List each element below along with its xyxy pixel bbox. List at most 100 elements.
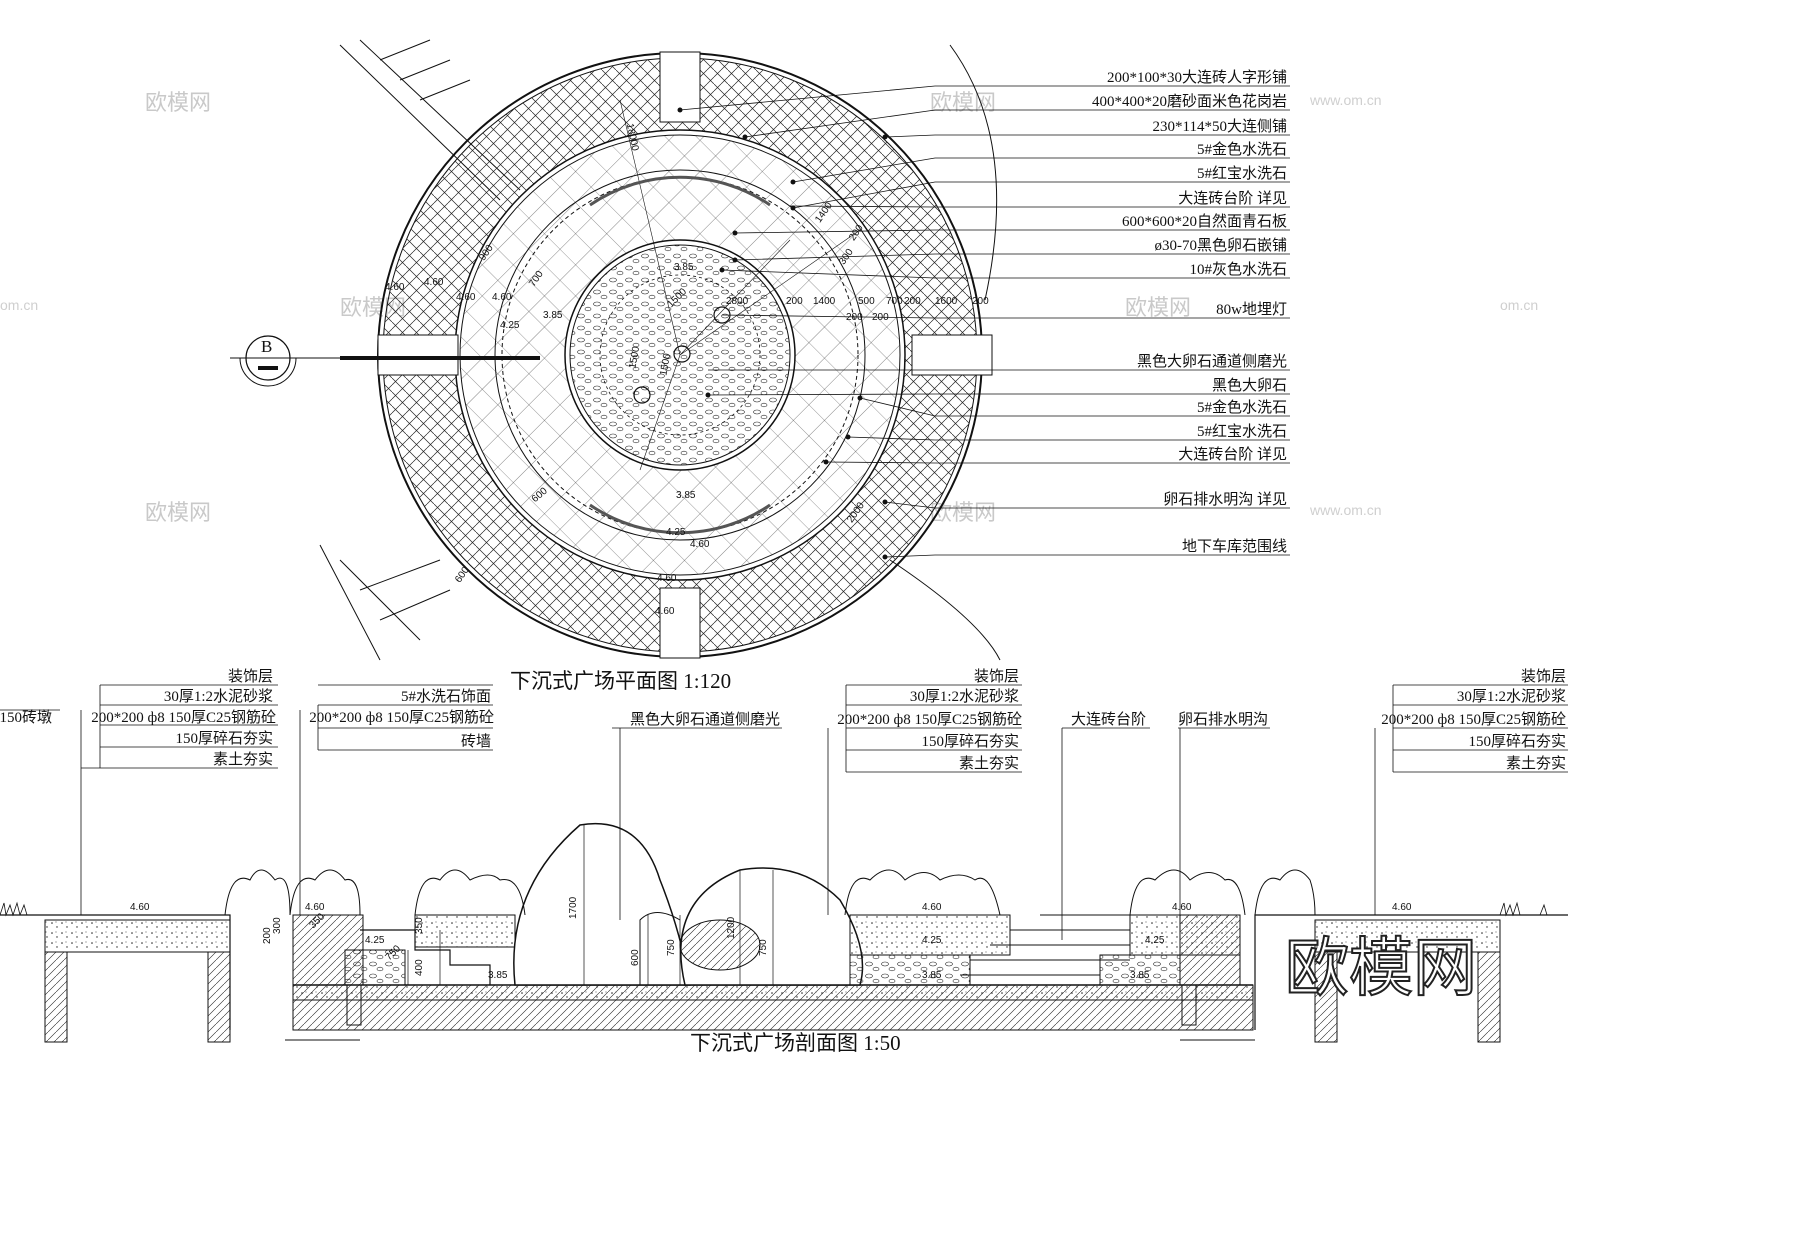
elevation-label: 4.60 xyxy=(1172,902,1192,913)
callout-label: 黑色大卵石通道侧磨光 xyxy=(1137,353,1287,370)
drain-label: 卵石排水明沟 xyxy=(1178,711,1268,728)
watermark-text: 欧模网 xyxy=(930,90,996,115)
elevation-label: 4.60 xyxy=(655,606,675,617)
callout-label: ø30-70黑色卵石嵌铺 xyxy=(1155,237,1288,254)
section-labels-right: 装饰层 30厚1:2水泥砂浆 200*200 ф8 150厚C25钢筋砼 150… xyxy=(1381,668,1566,772)
plan-title: 下沉式广场平面图 1:120 xyxy=(510,669,731,693)
elevation-label: 4.25 xyxy=(365,935,385,946)
watermark-text: 欧模网 xyxy=(145,500,211,525)
elevation-label: 4.60 xyxy=(492,292,512,303)
section-drawing xyxy=(0,823,1568,1043)
elevation-label: 4.60 xyxy=(922,902,942,913)
callout-label: 5#红宝水洗石 xyxy=(1197,423,1287,440)
pier-label: 150砖墩 xyxy=(0,709,52,726)
drawing-canvas: 欧模网 欧模网 欧模网 欧模网 欧模网 欧模网 www.om.cn www.om… xyxy=(0,39,1568,1055)
callout-label: 200*100*30大连砖人字形铺 xyxy=(1107,69,1287,86)
layer-label: 装饰层 xyxy=(974,668,1019,685)
section-marker: B xyxy=(239,335,297,387)
callout-label: 5#金色水洗石 xyxy=(1197,141,1287,158)
dim-label: 700 xyxy=(886,296,903,307)
section-labels-mid: 5#水洗石饰面 200*200 ф8 150厚C25钢筋砼 砖墙 黑色大卵石通道… xyxy=(309,688,780,750)
layer-label: 150厚碎石夯实 xyxy=(921,733,1019,750)
layer-label: 200*200 ф8 150厚C25钢筋砼 xyxy=(1381,711,1566,728)
layer-label: 素土夯实 xyxy=(1506,755,1566,772)
dim-label: 2800 xyxy=(726,296,749,307)
layer-label: 200*200 ф8 150厚C25钢筋砼 xyxy=(91,709,276,726)
elevation-label: 3.85 xyxy=(922,970,942,981)
dim-label: 750 xyxy=(666,939,677,956)
layer-label: 150厚碎石夯实 xyxy=(1468,733,1566,750)
dim-label: 1500 xyxy=(627,345,642,369)
callout-label: 600*600*20自然面青石板 xyxy=(1122,212,1287,230)
dim-label: 1400 xyxy=(813,296,836,307)
layer-label: 150厚碎石夯实 xyxy=(175,730,273,747)
elevation-label: 3.85 xyxy=(543,310,563,321)
dim-label: 500 xyxy=(858,296,875,307)
brand-watermark: 欧模网 xyxy=(1285,932,1477,1004)
callout-label: 大连砖台阶 详见 xyxy=(1178,190,1287,207)
callout-label: 大连砖台阶 详见 xyxy=(1178,446,1287,463)
dim-label: 750 xyxy=(758,939,769,956)
dim-label: 400 xyxy=(414,959,425,976)
pebble-label: 黑色大卵石通道侧磨光 xyxy=(630,711,780,728)
elevation-label: 4.25 xyxy=(1145,935,1165,946)
layer-label: 素土夯实 xyxy=(213,751,273,768)
dim-label: 200 xyxy=(904,296,921,307)
section-title: 下沉式广场剖面图 1:50 xyxy=(690,1031,901,1055)
elevation-label: 4.60 xyxy=(690,539,710,550)
callout-label: 5#金色水洗石 xyxy=(1197,399,1287,416)
elevation-label: 4.60 xyxy=(1392,902,1412,913)
layer-label: 装饰层 xyxy=(228,668,273,685)
step-label: 大连砖台阶 xyxy=(1071,711,1146,728)
watermark-text: 欧模网 xyxy=(145,90,211,115)
layer-label: 30厚1:2水泥砂浆 xyxy=(1457,687,1566,705)
layer-label: 装饰层 xyxy=(1521,668,1566,685)
dim-label: 1600 xyxy=(935,296,958,307)
elevation-label: 4.60 xyxy=(130,902,150,913)
elevation-label: 4.25 xyxy=(666,527,686,538)
elevation-label: 4.60 xyxy=(424,277,444,288)
dim-label: 1500 xyxy=(658,352,673,376)
layer-label: 素土夯实 xyxy=(959,755,1019,772)
callout-label: 80w地埋灯 xyxy=(1216,301,1287,318)
callout-label: 地下车库范围线 xyxy=(1182,538,1287,555)
callout-label: 230*114*50大连侧铺 xyxy=(1153,118,1287,135)
elevation-label: 4.25 xyxy=(500,320,520,331)
elevation-label: 3.85 xyxy=(676,490,696,501)
elevation-label: 3.85 xyxy=(1130,970,1150,981)
layer-label: 200*200 ф8 150厚C25钢筋砼 xyxy=(309,709,494,726)
callout-label: 黑色大卵石 xyxy=(1212,377,1287,394)
callout-label: 5#红宝水洗石 xyxy=(1197,165,1287,182)
dim-label: 200 xyxy=(846,312,863,323)
section-elevations: 4.60 4.60 4.25 3.85 4.60 4.25 3.85 4.60 … xyxy=(130,902,1412,981)
dim-label: 600 xyxy=(630,949,641,966)
dim-label: 200 xyxy=(262,927,273,944)
dim-label: 200 xyxy=(786,296,803,307)
layer-label: 30厚1:2水泥砂浆 xyxy=(910,687,1019,705)
dim-label: 350 xyxy=(414,917,425,934)
elevation-label: 4.60 xyxy=(305,902,325,913)
watermark-text: 欧模网 xyxy=(1125,295,1191,320)
dim-label: 200 xyxy=(972,296,989,307)
callout-label: 卵石排水明沟 详见 xyxy=(1163,491,1287,508)
watermark-url: www.om.cn xyxy=(1309,92,1382,108)
section-labels-center: 装饰层 30厚1:2水泥砂浆 200*200 ф8 150厚C25钢筋砼 150… xyxy=(837,668,1268,772)
dim-label: 1700 xyxy=(568,896,579,919)
callout-label: 10#灰色水洗石 xyxy=(1189,261,1287,278)
section-marker-letter: B xyxy=(261,337,272,356)
watermark-url: www.om.cn xyxy=(1309,502,1382,518)
watermark-url: om.cn xyxy=(0,297,38,313)
layer-label: 5#水洗石饰面 xyxy=(401,688,491,705)
layer-label: 200*200 ф8 150厚C25钢筋砼 xyxy=(837,711,1022,728)
callout-labels: 200*100*30大连砖人字形铺 400*400*20磨砂面米色花岗岩 230… xyxy=(1092,69,1287,555)
dim-label: 600 xyxy=(453,565,472,585)
elevation-label: 4.60 xyxy=(385,282,405,293)
elevation-label: 3.85 xyxy=(674,262,694,273)
elevation-label: 4.60 xyxy=(657,573,677,584)
elevation-label: 3.85 xyxy=(488,970,508,981)
section-leaders xyxy=(0,684,1568,985)
elevation-label: 4.60 xyxy=(456,292,476,303)
layer-label: 30厚1:2水泥砂浆 xyxy=(164,687,273,705)
callout-label: 400*400*20磨砂面米色花岗岩 xyxy=(1092,93,1287,110)
dim-label: 200 xyxy=(872,312,889,323)
